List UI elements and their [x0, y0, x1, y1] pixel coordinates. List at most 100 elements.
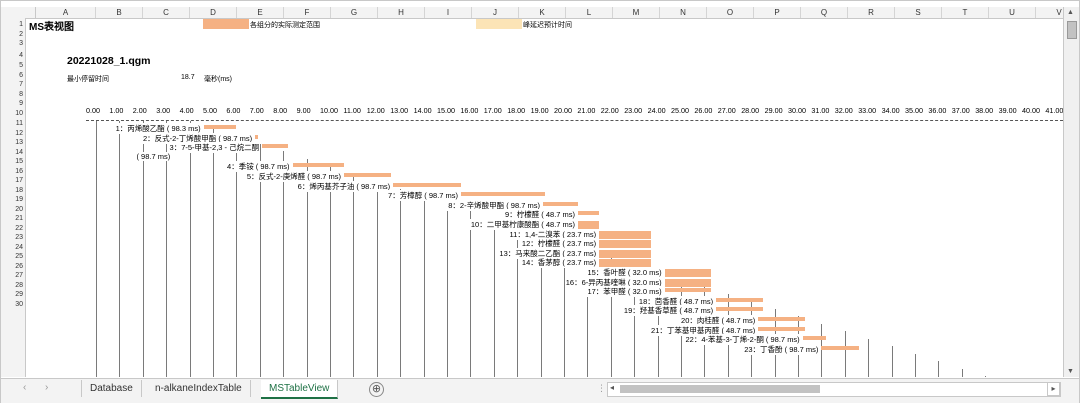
time-grid-line: [844, 331, 846, 377]
scroll-left-icon[interactable]: ◂: [610, 383, 615, 392]
column-header-h[interactable]: H: [378, 7, 425, 18]
time-tick-label: 33.00: [858, 106, 877, 115]
row-header-21[interactable]: 21: [15, 215, 23, 222]
column-header-c[interactable]: C: [143, 7, 190, 18]
horizontal-scroll-thumb[interactable]: [620, 385, 820, 393]
row-header-8[interactable]: 8: [19, 91, 23, 98]
column-header-a[interactable]: A: [36, 7, 96, 18]
time-tick-label: 12.00: [366, 106, 385, 115]
tab-split-handle-icon[interactable]: ⋮: [597, 383, 606, 393]
row-header-22[interactable]: 22: [15, 225, 23, 232]
time-grid-line: [330, 166, 331, 377]
compound-range-bar: [578, 221, 600, 225]
column-header-t[interactable]: T: [942, 7, 989, 18]
compound-label: 16：6-异丙基喹啉 ( 32.0 ms): [564, 276, 663, 288]
legend-delay-swatch: [476, 19, 522, 29]
row-header-10[interactable]: 10: [15, 110, 23, 117]
time-tick-label: 36.00: [928, 106, 947, 115]
vertical-scroll-thumb[interactable]: [1067, 21, 1077, 39]
compound-range-bar: [578, 225, 600, 229]
min-dwell-label: 最小停留时间: [67, 76, 109, 83]
horizontal-scrollbar[interactable]: ◂: [607, 382, 1061, 397]
column-header-j[interactable]: J: [472, 7, 519, 18]
scroll-right-icon[interactable]: ▸: [1047, 382, 1060, 396]
compound-label: 14：香茅醇 ( 23.7 ms): [520, 257, 598, 269]
row-header-12[interactable]: 12: [15, 130, 23, 137]
file-name: 20221028_1.qgm: [67, 55, 151, 67]
compound-range-bar: [599, 249, 651, 254]
scroll-down-icon[interactable]: ▼: [1067, 368, 1074, 375]
row-header-1[interactable]: 1: [19, 21, 23, 28]
compound-range-bar: [599, 253, 651, 258]
add-sheet-icon[interactable]: ⊕: [369, 382, 384, 397]
column-header-d[interactable]: D: [190, 7, 237, 18]
next-sheet-icon[interactable]: ›: [45, 382, 49, 393]
row-header-3[interactable]: 3: [19, 40, 23, 47]
row-header-7[interactable]: 7: [19, 81, 23, 88]
column-header-v[interactable]: V: [1036, 7, 1080, 18]
row-header-9[interactable]: 9: [19, 100, 23, 107]
column-header-f[interactable]: F: [284, 7, 331, 18]
time-grid-line: [517, 226, 519, 377]
row-header-5[interactable]: 5: [19, 62, 23, 69]
tab-ms-table-view[interactable]: MSTableView: [261, 380, 339, 399]
compound-label: 5：反式-2-庚烯醛 ( 98.7 ms): [245, 171, 343, 182]
time-grid-line: [915, 353, 916, 377]
time-grid-line: [423, 196, 425, 377]
column-header-bar: ABCDEFGHIJKLMNOPQRSTUVW: [1, 7, 1063, 19]
time-grid-line: [376, 181, 378, 377]
column-header-r[interactable]: R: [848, 7, 895, 18]
time-tick-label: 41.00: [1045, 106, 1063, 115]
row-header-17[interactable]: 17: [15, 177, 23, 184]
column-header-k[interactable]: K: [519, 7, 566, 18]
time-tick-label: 31.00: [811, 106, 830, 115]
column-header-s[interactable]: S: [895, 7, 942, 18]
row-header-19[interactable]: 19: [15, 196, 23, 203]
row-header-4[interactable]: 4: [19, 52, 23, 59]
sheet-tab-bar: ‹ › Database n-alkaneIndexTable MSTableV…: [1, 378, 1079, 403]
row-header-27[interactable]: 27: [15, 272, 23, 279]
row-header-16[interactable]: 16: [15, 168, 23, 175]
row-header-6[interactable]: 6: [19, 72, 23, 79]
row-header-23[interactable]: 23: [15, 234, 23, 241]
column-header-q[interactable]: Q: [801, 7, 848, 18]
tab-n-alkane-index-table[interactable]: n-alkaneIndexTable: [147, 380, 251, 397]
column-header-i[interactable]: I: [425, 7, 472, 18]
select-all-corner[interactable]: [1, 7, 36, 18]
row-header-26[interactable]: 26: [15, 263, 23, 270]
row-header-15[interactable]: 15: [15, 158, 23, 165]
vertical-scrollbar[interactable]: ▲ ▼: [1063, 7, 1079, 377]
scroll-up-icon[interactable]: ▲: [1067, 9, 1074, 16]
row-header-13[interactable]: 13: [15, 139, 23, 146]
column-header-e[interactable]: E: [237, 7, 284, 18]
column-header-o[interactable]: O: [707, 7, 754, 18]
time-tick-label: 5.00: [203, 106, 217, 115]
row-header-14[interactable]: 14: [15, 149, 23, 156]
tab-database[interactable]: Database: [81, 380, 142, 397]
time-axis-line: [86, 120, 1063, 121]
compound-range-bar: [664, 273, 712, 277]
compound-range-bar: [758, 326, 806, 331]
time-tick-label: 25.00: [671, 106, 689, 115]
row-header-28[interactable]: 28: [15, 282, 23, 289]
row-header-2[interactable]: 2: [19, 31, 23, 38]
prev-sheet-icon[interactable]: ‹: [23, 382, 27, 393]
column-header-p[interactable]: P: [754, 7, 801, 18]
time-grid-line: [634, 263, 636, 377]
column-header-b[interactable]: B: [96, 7, 143, 18]
compound-range-bar: [664, 269, 712, 273]
column-header-g[interactable]: G: [331, 7, 378, 18]
row-header-29[interactable]: 29: [15, 291, 23, 298]
row-header-11[interactable]: 11: [15, 120, 23, 127]
row-header-24[interactable]: 24: [15, 244, 23, 251]
column-header-u[interactable]: U: [989, 7, 1036, 18]
row-header-18[interactable]: 18: [15, 187, 23, 194]
row-header-25[interactable]: 25: [15, 253, 23, 260]
column-header-l[interactable]: L: [566, 7, 613, 18]
column-header-m[interactable]: M: [613, 7, 660, 18]
time-tick-label: 23.00: [624, 106, 643, 115]
column-header-n[interactable]: N: [660, 7, 707, 18]
row-header-30[interactable]: 30: [15, 301, 23, 308]
row-header-20[interactable]: 20: [15, 206, 23, 213]
